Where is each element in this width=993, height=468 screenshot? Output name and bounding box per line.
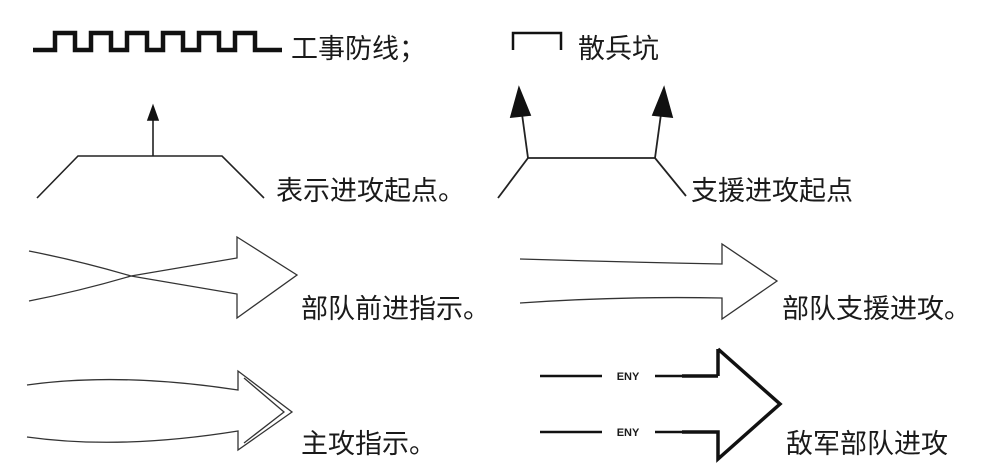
support-attack-start-label: 支援进攻起点 xyxy=(691,176,853,207)
support-attack-start-symbol xyxy=(497,85,687,199)
unit-support-attack-symbol xyxy=(519,242,779,321)
main-attack-label: 主攻指示。 xyxy=(301,429,436,460)
fortification-line-symbol xyxy=(33,30,282,53)
foxhole-label: 散兵坑 xyxy=(578,34,659,65)
unit-advance-label: 部队前进指示。 xyxy=(301,294,490,325)
eny-tag-top: ENY xyxy=(617,371,640,383)
enemy-unit-attack-symbol: ENY ENY xyxy=(540,347,783,463)
enemy-unit-attack-label: 敌军部队进攻 xyxy=(786,429,948,460)
unit-advance-symbol xyxy=(28,235,299,320)
attack-start-symbol xyxy=(36,103,265,199)
unit-support-attack-label: 部队支援进攻。 xyxy=(782,294,971,325)
fortification-line-label: 工事防线； xyxy=(291,34,426,65)
attack-start-label: 表示进攻起点。 xyxy=(276,176,465,207)
foxhole-symbol xyxy=(511,31,563,50)
eny-tag-bottom: ENY xyxy=(617,427,640,439)
main-attack-symbol xyxy=(26,369,294,452)
